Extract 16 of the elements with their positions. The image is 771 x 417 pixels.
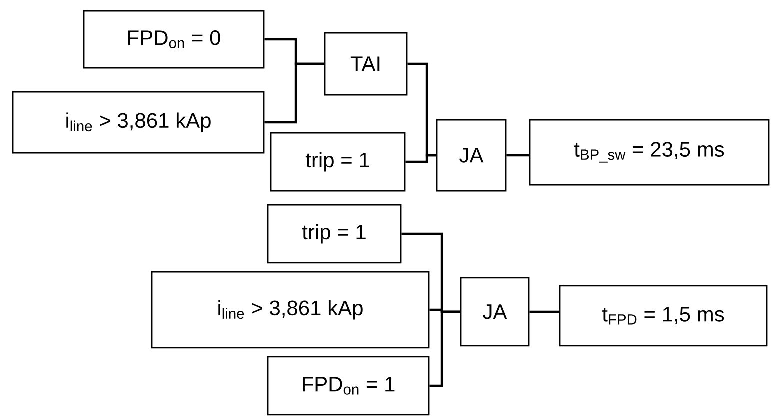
connector-line — [264, 62, 324, 124]
connector-line — [506, 154, 530, 157]
condition-box: TAI — [324, 32, 408, 96]
condition-box: FPD$_{on}$ = 1 — [267, 356, 430, 416]
connector-line — [430, 310, 460, 388]
condition-box: JA — [436, 119, 507, 192]
condition-box: t$_{FPD}$ = 1,5 ms — [559, 285, 768, 347]
connector-line — [530, 310, 560, 314]
condition-box: FPD$_{on}$ = 0 — [83, 10, 265, 69]
connector-line — [406, 154, 436, 164]
condition-box: JA — [460, 277, 530, 347]
condition-box: i$_{line}$ > 3,861 kAp — [151, 271, 430, 349]
condition-box: t$_{BP_sw}$ = 23,5 ms — [529, 119, 770, 186]
condition-box: trip = 1 — [270, 132, 406, 192]
condition-box: trip = 1 — [267, 204, 402, 264]
condition-box: i$_{line}$ > 3,861 kAp — [12, 91, 265, 154]
